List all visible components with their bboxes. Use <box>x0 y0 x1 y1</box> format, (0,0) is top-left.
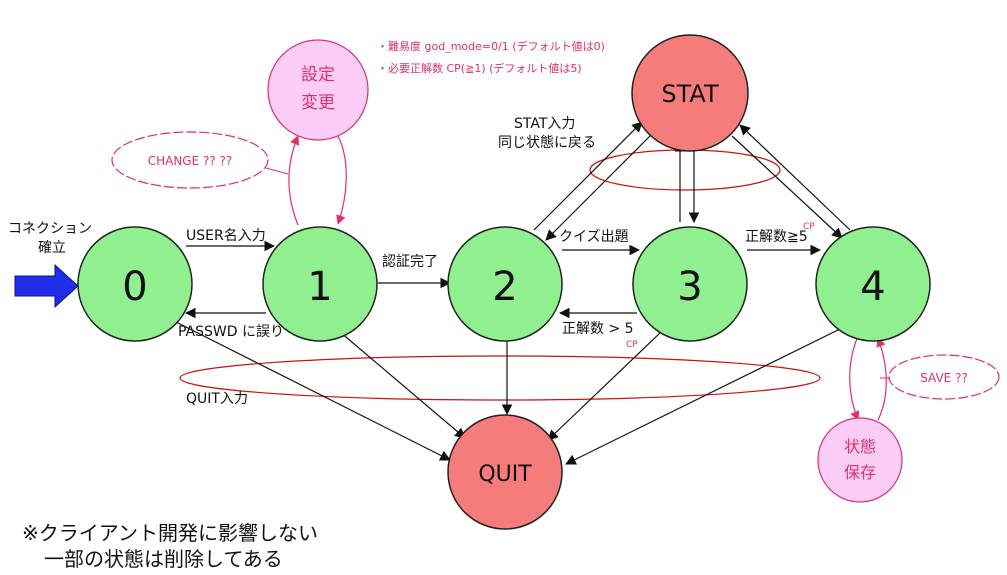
edge-4-quit <box>565 327 843 465</box>
save-loop-up <box>876 337 887 421</box>
change-cloud: CHANGE ?? ?? <box>111 131 289 189</box>
label-user-input: USER名入力 <box>186 228 266 244</box>
state-1: 1 <box>262 226 378 342</box>
entry-arrow-icon <box>14 263 79 309</box>
edge-0-quit <box>171 319 451 461</box>
state-0: 0 <box>77 226 193 342</box>
state-quit-label: QUIT <box>478 462 532 487</box>
edge-stat-2 <box>545 131 655 241</box>
state-1-label: 1 <box>307 264 332 310</box>
settings-change-line2: 変更 <box>301 93 335 113</box>
state-4: 4 <box>815 226 931 342</box>
label-correct-gt: 正解数 > 5 <box>562 321 634 337</box>
settings-change-line1: 設定 <box>301 65 335 85</box>
state-quit: QUIT <box>447 414 563 530</box>
state-stat-label: STAT <box>661 80 719 108</box>
edge-4-stat <box>739 124 851 231</box>
settings-loop-up <box>288 135 300 226</box>
label-connect-line2: 確立 <box>38 240 66 256</box>
label-correct-ge: 正解数≧5 <box>745 229 808 245</box>
label-quiz: クイズ出題 <box>559 229 629 245</box>
quit-group-ellipse <box>179 355 821 401</box>
save-state-line1: 状態 <box>844 437 876 456</box>
change-cloud-text: CHANGE ?? ?? <box>148 154 233 168</box>
memo-line2: ・必要正解数 CP(≧1) (デフォルト値は5) <box>377 61 582 75</box>
settings-loop-down <box>336 135 347 225</box>
footnote: ※クライアント開発に影響しない 一部の状態は削除してある <box>22 520 318 572</box>
state-stat: STAT <box>631 34 749 152</box>
footnote-line2: 一部の状態は削除してある <box>44 547 283 571</box>
memo-line1: ・難易度 god_mode=0/1 (デフォルト値は0) <box>377 39 605 53</box>
state-0-label: 0 <box>122 264 147 310</box>
label-quit-input: QUIT入力 <box>186 391 248 407</box>
save-state-bubble: 状態 保存 <box>817 417 903 503</box>
state-2-label: 2 <box>492 264 517 310</box>
state-2: 2 <box>447 226 563 342</box>
state-4-label: 4 <box>860 264 885 310</box>
save-cloud-text: SAVE ?? <box>920 371 968 385</box>
label-stat-return: 同じ状態に戻る <box>498 135 596 151</box>
edge-3-quit <box>547 332 661 441</box>
state-3: 3 <box>632 226 748 342</box>
state-3-label: 3 <box>677 264 702 310</box>
label-passwd-error: PASSWD に誤り <box>178 324 284 340</box>
label-auth-done: 認証完了 <box>382 254 438 270</box>
edge-2-stat <box>533 121 643 231</box>
save-loop-down <box>849 335 860 421</box>
save-cloud: SAVE ?? <box>880 354 1000 400</box>
cp-mark-upper: CP <box>803 222 815 232</box>
stat-group-ellipse <box>589 149 781 191</box>
label-connect-line1: コネクション <box>8 221 92 237</box>
label-stat-input: STAT入力 <box>514 116 575 132</box>
edge-1-quit <box>339 331 466 439</box>
edge-stat-4 <box>731 135 843 239</box>
cp-mark-lower: CP <box>626 340 638 350</box>
settings-change-bubble: 設定 変更 <box>267 39 369 141</box>
save-state-line2: 保存 <box>844 463 876 482</box>
footnote-line1: ※クライアント開発に影響しない <box>22 521 318 545</box>
